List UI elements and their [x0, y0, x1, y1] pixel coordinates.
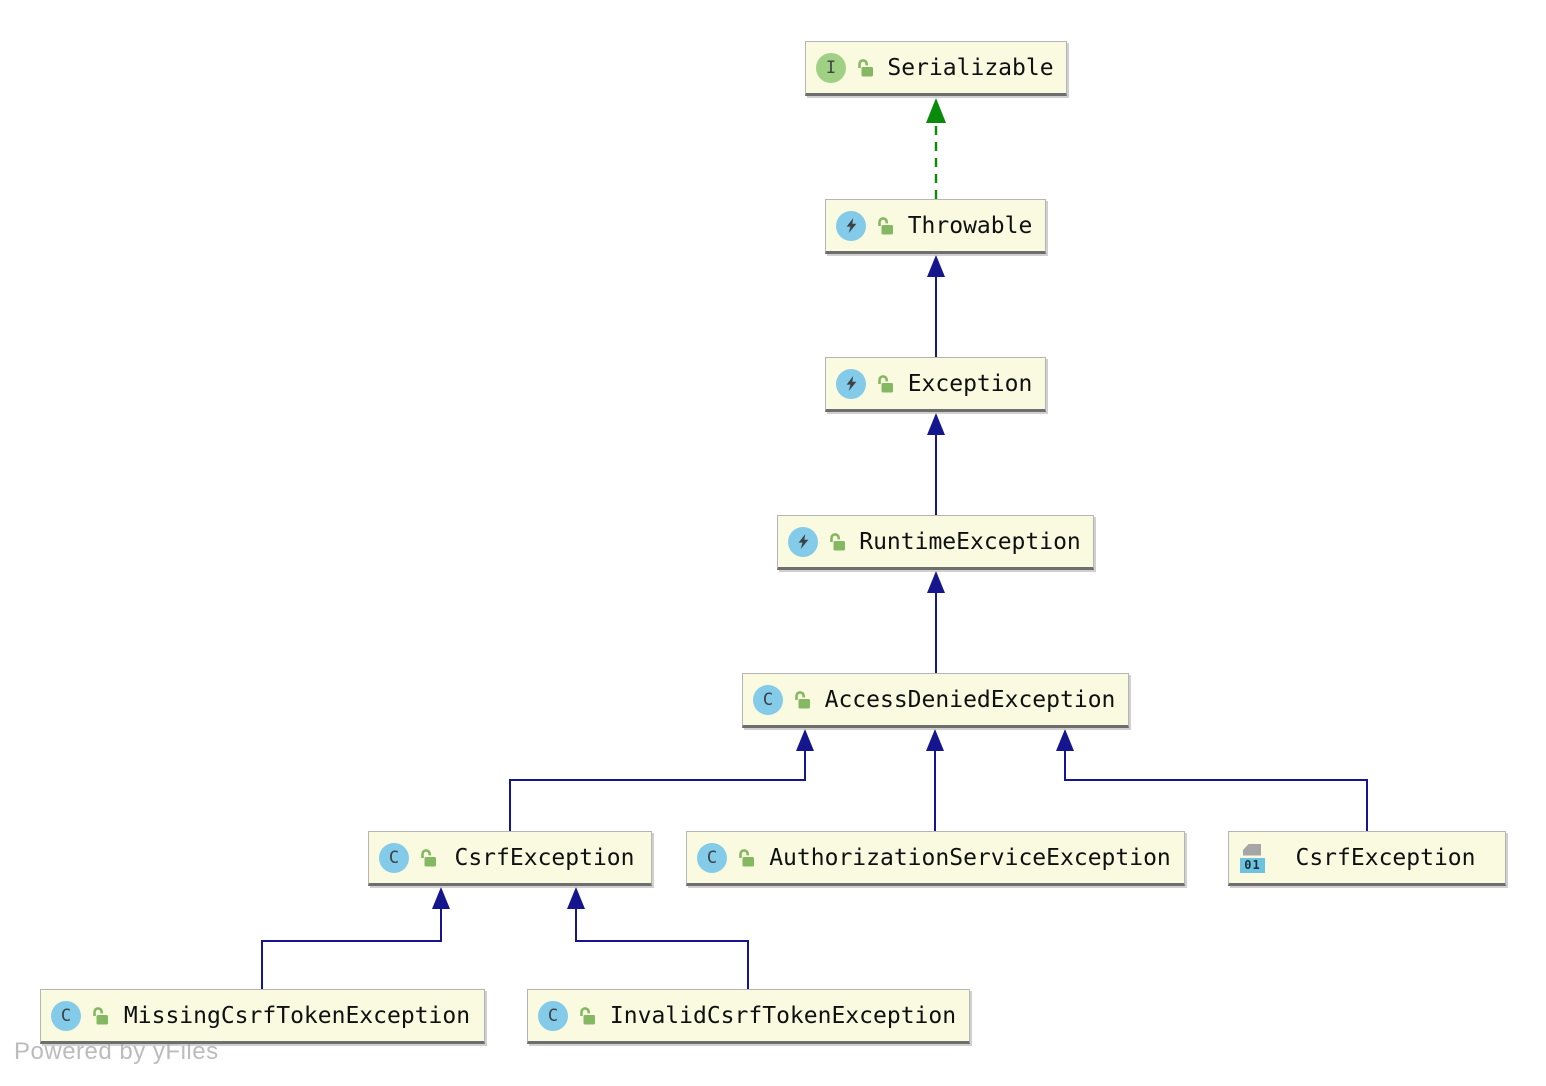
node-label: InvalidCsrfTokenException: [609, 1002, 957, 1029]
public-lock-icon: [878, 217, 893, 235]
class-icon: C: [51, 1000, 81, 1031]
node-serializable[interactable]: I Serializable: [805, 41, 1067, 96]
node-label: MissingCsrfTokenException: [123, 1002, 471, 1029]
public-lock-icon: [830, 533, 845, 551]
class-icon: C: [753, 684, 783, 715]
extends-arrowhead-icon: [1056, 729, 1074, 751]
exception-class-icon: [836, 210, 866, 241]
public-lock-icon: [858, 59, 873, 77]
node-missing-csrf-token-exception[interactable]: C MissingCsrfTokenException: [40, 989, 485, 1044]
public-lock-icon: [739, 849, 754, 867]
extends-arrowhead-icon: [927, 571, 945, 593]
node-csrf-exception[interactable]: C CsrfException: [368, 831, 652, 886]
node-access-denied-exception[interactable]: C AccessDeniedException: [742, 673, 1129, 728]
compiled-class-file-icon: 01: [1239, 841, 1267, 875]
node-throwable[interactable]: Throwable: [825, 199, 1046, 254]
class-icon: C: [697, 842, 727, 873]
public-lock-icon: [421, 849, 436, 867]
node-label: CsrfException: [454, 844, 635, 871]
extends-arrowhead-icon: [927, 413, 945, 435]
exception-class-icon: [788, 526, 818, 557]
class-icon: C: [538, 1000, 568, 1031]
exception-class-icon: [836, 368, 866, 399]
node-label: Throwable: [907, 212, 1033, 239]
edge-csrfexception-compiled-extends-accessdenied[interactable]: [1056, 729, 1368, 831]
extends-arrowhead-icon: [567, 887, 585, 909]
node-label: RuntimeException: [859, 528, 1081, 555]
public-lock-icon: [580, 1007, 595, 1025]
node-label: Exception: [907, 370, 1033, 397]
node-csrf-exception-compiled[interactable]: 01 CsrfException: [1228, 831, 1506, 886]
node-label: CsrfException: [1295, 844, 1476, 871]
extends-arrowhead-icon: [796, 729, 814, 751]
public-lock-icon: [795, 691, 810, 709]
node-invalid-csrf-token-exception[interactable]: C InvalidCsrfTokenException: [527, 989, 970, 1044]
edge-accessdenied-extends-runtimeexception[interactable]: [927, 571, 945, 673]
node-label: AccessDeniedException: [824, 686, 1116, 713]
edge-exception-extends-throwable[interactable]: [927, 255, 945, 357]
edge-runtimeexception-extends-exception[interactable]: [927, 413, 945, 515]
node-runtime-exception[interactable]: RuntimeException: [777, 515, 1094, 570]
extends-arrowhead-icon: [926, 729, 944, 751]
edge-invalidcsrftoken-extends-csrfexception[interactable]: [567, 887, 749, 989]
binary-01-badge: 01: [1240, 857, 1265, 873]
interface-icon: I: [816, 52, 846, 83]
extends-arrowhead-icon: [927, 255, 945, 277]
edge-csrfexception-extends-accessdenied[interactable]: [509, 729, 814, 831]
implements-arrowhead-icon: [926, 98, 946, 123]
node-label: AuthorizationServiceException: [769, 844, 1171, 871]
node-authorization-service-exception[interactable]: C AuthorizationServiceException: [686, 831, 1185, 886]
class-icon: C: [379, 842, 409, 873]
edge-authorizationservice-extends-accessdenied[interactable]: [926, 729, 944, 831]
public-lock-icon: [878, 375, 893, 393]
node-label: Serializable: [887, 54, 1054, 81]
extends-arrowhead-icon: [432, 887, 450, 909]
edge-missingcsrftoken-extends-csrfexception[interactable]: [261, 887, 450, 989]
public-lock-icon: [93, 1007, 108, 1025]
edge-throwable-implements-serializable[interactable]: [926, 98, 946, 199]
node-exception[interactable]: Exception: [825, 357, 1046, 412]
